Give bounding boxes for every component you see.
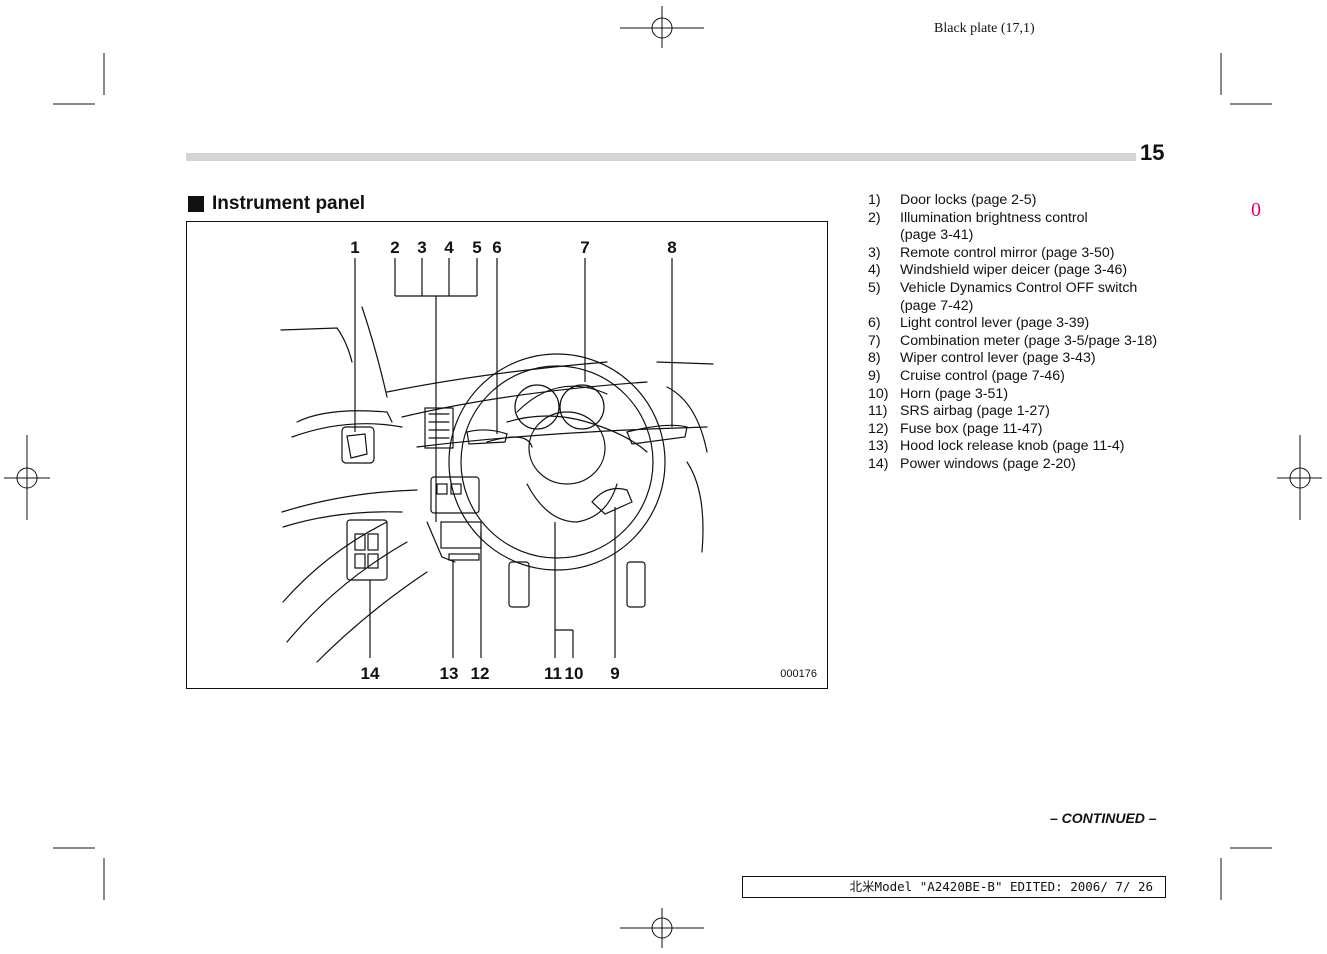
legend-item: 7)Combination meter (page 3-5/page 3-18) xyxy=(868,332,1158,349)
legend-item: 3)Remote control mirror (page 3-50) xyxy=(868,244,1115,261)
callout-1: 1 xyxy=(350,238,359,257)
legend-item: 9)Cruise control (page 7-46) xyxy=(868,367,1065,384)
callout-10: 10 xyxy=(565,664,584,683)
instrument-panel-drawing: 1 2 3 4 5 6 7 8 14 13 12 11 10 9 xyxy=(280,238,714,683)
legend-item: 14)Power windows (page 2-20) xyxy=(868,455,1076,472)
callout-3: 3 xyxy=(417,238,426,257)
callout-4: 4 xyxy=(444,238,454,257)
legend-item: 12)Fuse box (page 11-47) xyxy=(868,420,1043,437)
continued-label: – CONTINUED – xyxy=(1050,810,1157,826)
callout-2: 2 xyxy=(390,238,399,257)
legend-item: 13)Hood lock release knob (page 11-4) xyxy=(868,438,1125,455)
header-rule xyxy=(186,153,1136,161)
square-bullet-icon xyxy=(188,196,204,212)
callout-13: 13 xyxy=(440,664,459,683)
section-title: Instrument panel xyxy=(212,193,366,214)
legend-item: 11)SRS airbag (page 1-27) xyxy=(868,403,1050,420)
legend-item: 10)Horn (page 3-51) xyxy=(868,385,1009,402)
section-heading: Instrument panel xyxy=(188,193,365,215)
callout-6: 6 xyxy=(492,238,501,257)
page-number: 15 xyxy=(1140,140,1165,165)
figure-code: 000176 xyxy=(780,668,817,680)
legend-list: 1)Door locks (page 2-5) 2)Illumination b… xyxy=(868,192,1166,474)
callout-8: 8 xyxy=(667,238,676,257)
legend-item: 6)Light control lever (page 3-39) xyxy=(868,315,1090,332)
legend-item: 8)Wiper control lever (page 3-43) xyxy=(868,350,1096,367)
instrument-panel-figure: 1 2 3 4 5 6 7 8 14 13 12 11 10 9 000176 xyxy=(186,221,828,689)
legend-item: 5)Vehicle Dynamics Control OFF switch(pa… xyxy=(868,279,1138,314)
callout-7: 7 xyxy=(580,238,589,257)
legend-item: 4)Windshield wiper deicer (page 3-46) xyxy=(868,262,1128,279)
footer-edit-info: 北米Model "A2420BE-B" EDITED: 2006/ 7/ 26 xyxy=(742,876,1166,898)
callout-14: 14 xyxy=(361,664,380,683)
plate-label: Black plate (17,1) xyxy=(934,21,1035,36)
legend-item: 1)Door locks (page 2-5) xyxy=(868,192,1037,208)
callout-9: 9 xyxy=(610,664,619,683)
callout-5: 5 xyxy=(472,238,481,257)
legend-item: 2)Illumination brightness control(page 3… xyxy=(868,209,1088,244)
side-mark: 0 xyxy=(1251,199,1261,221)
callout-12: 12 xyxy=(471,664,490,683)
callout-11: 11 xyxy=(544,664,562,683)
